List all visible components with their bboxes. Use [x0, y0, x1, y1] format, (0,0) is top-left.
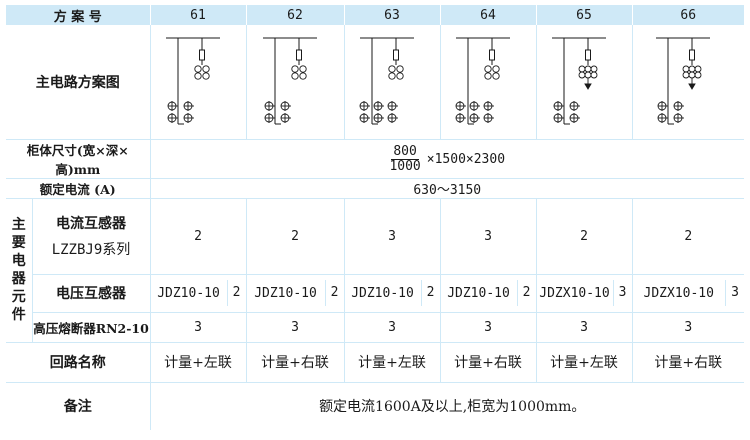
side-char: 器: [11, 271, 26, 287]
circuit-name-value: 计量+左联: [535, 341, 632, 382]
fuse-value: 3: [439, 311, 536, 342]
vt-qty: 2: [516, 280, 536, 306]
main-components-side-label: 主 要 电 器 元 件: [6, 197, 32, 342]
dimensions-row: 柜体尺寸(宽×深×高)mm 800 1000 ×1500×2300: [6, 138, 744, 178]
side-char: 主: [11, 217, 26, 233]
vt-qty: 3: [725, 280, 744, 306]
side-char: 元: [11, 289, 26, 305]
side-char: 要: [11, 235, 26, 251]
vt-model: JDZ10-10: [447, 285, 510, 301]
circuit-name-value: 计量+左联: [149, 341, 246, 382]
vt-qty: 3: [612, 280, 632, 306]
circuit-name-label: 回路名称: [6, 341, 150, 382]
header-label: 方 案 号: [6, 5, 150, 25]
circuit-diagram-66: [631, 25, 744, 139]
current-label: 额定电流 (A): [6, 177, 150, 198]
circuit-diagram-63: [343, 25, 440, 139]
ct-row: 主 要 电 器 元 件 电流互感器 LZZBJ9系列 2 2 3 3 2 2: [6, 197, 744, 342]
vt-cell: JDZ10-10 2: [149, 273, 246, 312]
vt-label: 电压互感器: [31, 273, 150, 312]
ct-value: 3: [343, 197, 440, 274]
circuit-name-row: 回路名称 计量+左联 计量+右联 计量+左联 计量+右联 计量+左联 计量+右联: [6, 341, 744, 382]
fuse-value: 3: [535, 311, 632, 342]
vt-model: JDZX10-10: [643, 285, 714, 301]
header-row: 方 案 号 61 62 63 64 65 66: [6, 5, 744, 25]
main-circuit-diagram-icon: [544, 32, 624, 132]
ct-value: 2: [631, 197, 744, 274]
scheme-number: 62: [245, 5, 344, 25]
circuit-name-value: 计量+右联: [631, 341, 744, 382]
main-circuit-diagram-icon: [255, 32, 335, 132]
main-circuit-diagram-icon: [158, 32, 238, 132]
ct-value: 2: [245, 197, 344, 274]
circuit-name-value: 计量+右联: [245, 341, 344, 382]
main-circuit-diagram-icon: [352, 32, 432, 132]
side-char: 件: [11, 307, 26, 323]
scheme-number: 65: [535, 5, 632, 25]
vt-cell: JDZX10-10 3: [631, 273, 744, 312]
circuit-name-value: 计量+右联: [439, 341, 536, 382]
dimensions-label: 柜体尺寸(宽×深×高)mm: [6, 138, 150, 178]
ct-label-line2: LZZBJ9系列: [51, 242, 131, 258]
scheme-number: 61: [149, 5, 246, 25]
vt-model: JDZX10-10: [539, 285, 610, 301]
fuse-value: 3: [631, 311, 744, 342]
vt-cell: JDZ10-10 2: [245, 273, 344, 312]
side-char: 电: [11, 253, 26, 269]
circuit-diagram-65: [535, 25, 632, 139]
ct-label: 电流互感器 LZZBJ9系列: [31, 197, 150, 274]
fuse-value: 3: [343, 311, 440, 342]
fuse-row: 高压熔断器RN2-10 3 3 3 3 3 3: [6, 311, 744, 342]
fuse-label: 高压熔断器RN2-10: [31, 311, 150, 342]
ct-label-line1: 电流互感器: [56, 216, 126, 232]
depth-height: ×1500×2300: [426, 151, 506, 167]
width-top: 800: [391, 143, 419, 160]
scheme-spec-table: 方 案 号 61 62 63 64 65 66 主电路方案图 柜体尺寸(宽×深×…: [6, 5, 744, 430]
width-bottom: 1000: [389, 158, 421, 174]
fuse-value: 3: [245, 311, 344, 342]
vt-qty: 2: [226, 280, 246, 306]
current-row: 额定电流 (A) 630～3150: [6, 177, 744, 198]
vt-qty: 2: [324, 280, 344, 306]
main-circuit-diagram-icon: [648, 32, 728, 132]
circuit-name-value: 计量+左联: [343, 341, 440, 382]
vt-model: JDZ10-10: [254, 285, 317, 301]
ct-value: 3: [439, 197, 536, 274]
scheme-number: 63: [343, 5, 440, 25]
vt-cell: JDZ10-10 2: [439, 273, 536, 312]
circuit-diagram-62: [245, 25, 344, 139]
remark-row: 备注 额定电流1600A及以上,柜宽为1000mm。: [6, 381, 744, 430]
circuit-diagram-64: [439, 25, 536, 139]
vt-row: 电压互感器 JDZ10-10 2 JDZ10-10 2 JDZ10-10 2 JDZ1…: [6, 273, 744, 312]
diagram-row-label: 主电路方案图: [35, 74, 120, 91]
dimensions-value: 800 1000 ×1500×2300: [149, 138, 744, 178]
ct-value: 2: [535, 197, 632, 274]
scheme-number: 64: [439, 5, 536, 25]
vt-model: JDZ10-10: [157, 285, 220, 301]
current-value: 630～3150: [149, 177, 744, 198]
main-circuit-diagram-icon: [448, 32, 528, 132]
remark-text: 额定电流1600A及以上,柜宽为1000mm。: [149, 381, 744, 430]
vt-model: JDZ10-10: [351, 285, 414, 301]
circuit-diagram-61: [149, 25, 246, 139]
remark-label: 备注: [6, 381, 150, 430]
diagram-row: 主电路方案图: [6, 25, 744, 139]
fuse-value: 3: [149, 311, 246, 342]
vt-qty: 2: [420, 280, 440, 306]
scheme-number: 66: [631, 5, 744, 25]
ct-value: 2: [149, 197, 246, 274]
vt-cell: JDZ10-10 2: [343, 273, 440, 312]
